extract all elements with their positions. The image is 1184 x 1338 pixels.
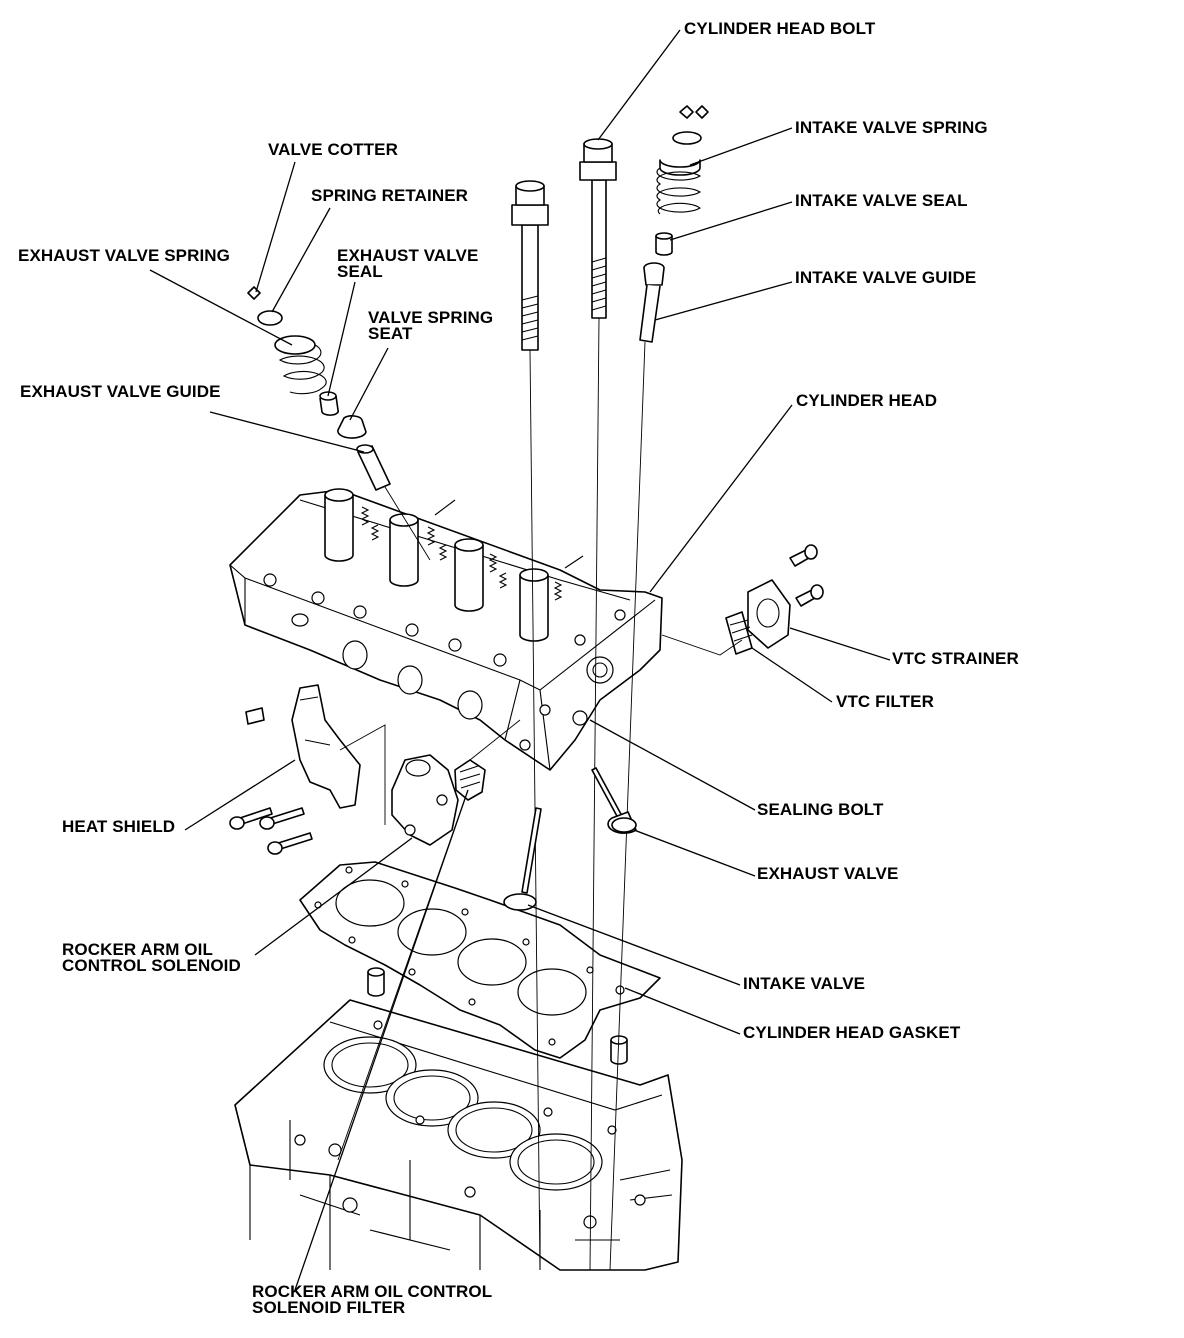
leader-lines — [149, 29, 891, 1291]
oil-control-solenoid — [337, 719, 521, 1161]
cylinder-head-gasket — [299, 861, 661, 1059]
cylinder-head-bolts — [511, 138, 617, 1271]
label-exhaust-valve-seal: EXHAUST VALVE SEAL — [337, 246, 479, 281]
label-heat-shield: HEAT SHIELD — [62, 817, 176, 836]
label-intake-valve-seal: INTAKE VALVE SEAL — [795, 191, 968, 210]
label-cylinder-head-bolt: CYLINDER HEAD BOLT — [684, 19, 876, 38]
label-cylinder-head-gasket: CYLINDER HEAD GASKET — [743, 1023, 961, 1042]
engine-block — [234, 999, 683, 1271]
label-intake-valve-spring: INTAKE VALVE SPRING — [795, 118, 988, 137]
cylinder-head — [229, 488, 663, 771]
label-intake-valve: INTAKE VALVE — [743, 974, 866, 993]
heat-shield — [229, 684, 386, 855]
dowel-pins — [367, 967, 628, 1065]
label-vtc-filter: VTC FILTER — [836, 692, 934, 711]
label-sealing-bolt: SEALING BOLT — [757, 800, 884, 819]
label-rocker-arm-oil-control-solenoid-filter: ROCKER ARM OIL CONTROL SOLENOID FILTER — [252, 1282, 493, 1317]
intake-valve-stack — [609, 105, 709, 1271]
label-exhaust-valve-guide: EXHAUST VALVE GUIDE — [20, 382, 221, 401]
label-spring-retainer: SPRING RETAINER — [311, 186, 469, 205]
label-exhaust-valve-spring: EXHAUST VALVE SPRING — [18, 246, 231, 265]
label-exhaust-valve: EXHAUST VALVE — [757, 864, 899, 883]
label-intake-valve-guide: INTAKE VALVE GUIDE — [795, 268, 977, 287]
label-valve-spring-seat: VALVE SPRING SEAT — [368, 308, 494, 343]
label-cylinder-head: CYLINDER HEAD — [796, 391, 938, 410]
valves — [503, 767, 637, 911]
exhaust-valve-stack — [247, 286, 431, 561]
label-vtc-strainer: VTC STRAINER — [892, 649, 1019, 668]
label-valve-cotter: VALVE COTTER — [268, 140, 398, 159]
label-rocker-arm-oil-control-solenoid: ROCKER ARM OIL CONTROL SOLENOID — [62, 940, 241, 975]
vtc-parts — [661, 544, 824, 656]
